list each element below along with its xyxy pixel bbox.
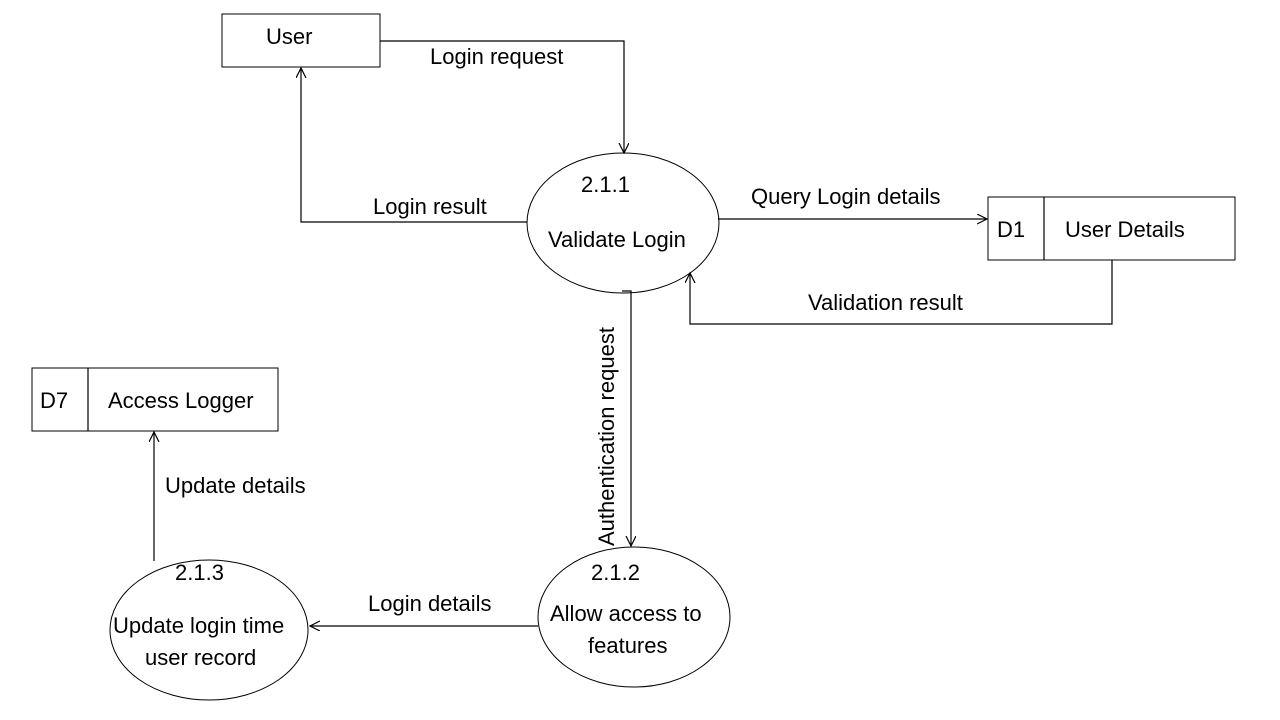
flow-update-details: Update details — [154, 432, 306, 561]
user-entity-label: User — [266, 24, 312, 49]
data-store-access-logger[interactable]: D7 Access Logger — [31, 367, 279, 432]
flow-label: Query Login details — [751, 184, 941, 209]
process-id: 2.1.1 — [581, 172, 630, 197]
data-store-id: D7 — [40, 388, 68, 413]
data-store-id: D1 — [997, 217, 1025, 242]
process-allow-access[interactable]: 2.1.2 Allow access to features — [537, 546, 731, 688]
process-label-line-1: Update login time — [113, 613, 284, 638]
flow-login-details: Login details — [310, 591, 538, 626]
data-store-label: Access Logger — [108, 388, 254, 413]
process-label-line-2: features — [588, 633, 668, 658]
flow-login-result: Login result — [301, 68, 527, 223]
user-entity[interactable]: User — [221, 13, 381, 68]
process-validate-login[interactable]: 2.1.1 Validate Login — [526, 152, 720, 294]
data-store-label: User Details — [1065, 217, 1185, 242]
flow-validation-result: Validation result — [690, 260, 1113, 325]
flow-label: Authentication request — [594, 327, 619, 546]
process-label-line-2: user record — [145, 645, 256, 670]
flow-label: Login request — [430, 44, 563, 69]
data-store-user-details[interactable]: D1 User Details — [987, 196, 1236, 261]
flow-label: Login details — [368, 591, 492, 616]
process-id: 2.1.2 — [591, 560, 640, 585]
flow-label: Validation result — [808, 290, 963, 315]
process-label-line-1: Allow access to — [550, 601, 702, 626]
flow-login-request: Login request — [380, 40, 624, 153]
flow-authentication-request: Authentication request — [594, 290, 631, 546]
process-update-login-time[interactable]: 2.1.3 Update login time user record — [109, 559, 309, 701]
flow-label: Update details — [165, 473, 306, 498]
flow-label: Login result — [373, 194, 487, 219]
process-label: Validate Login — [548, 227, 686, 252]
flow-query-login-details: Query Login details — [718, 184, 987, 219]
process-id: 2.1.3 — [175, 560, 224, 585]
